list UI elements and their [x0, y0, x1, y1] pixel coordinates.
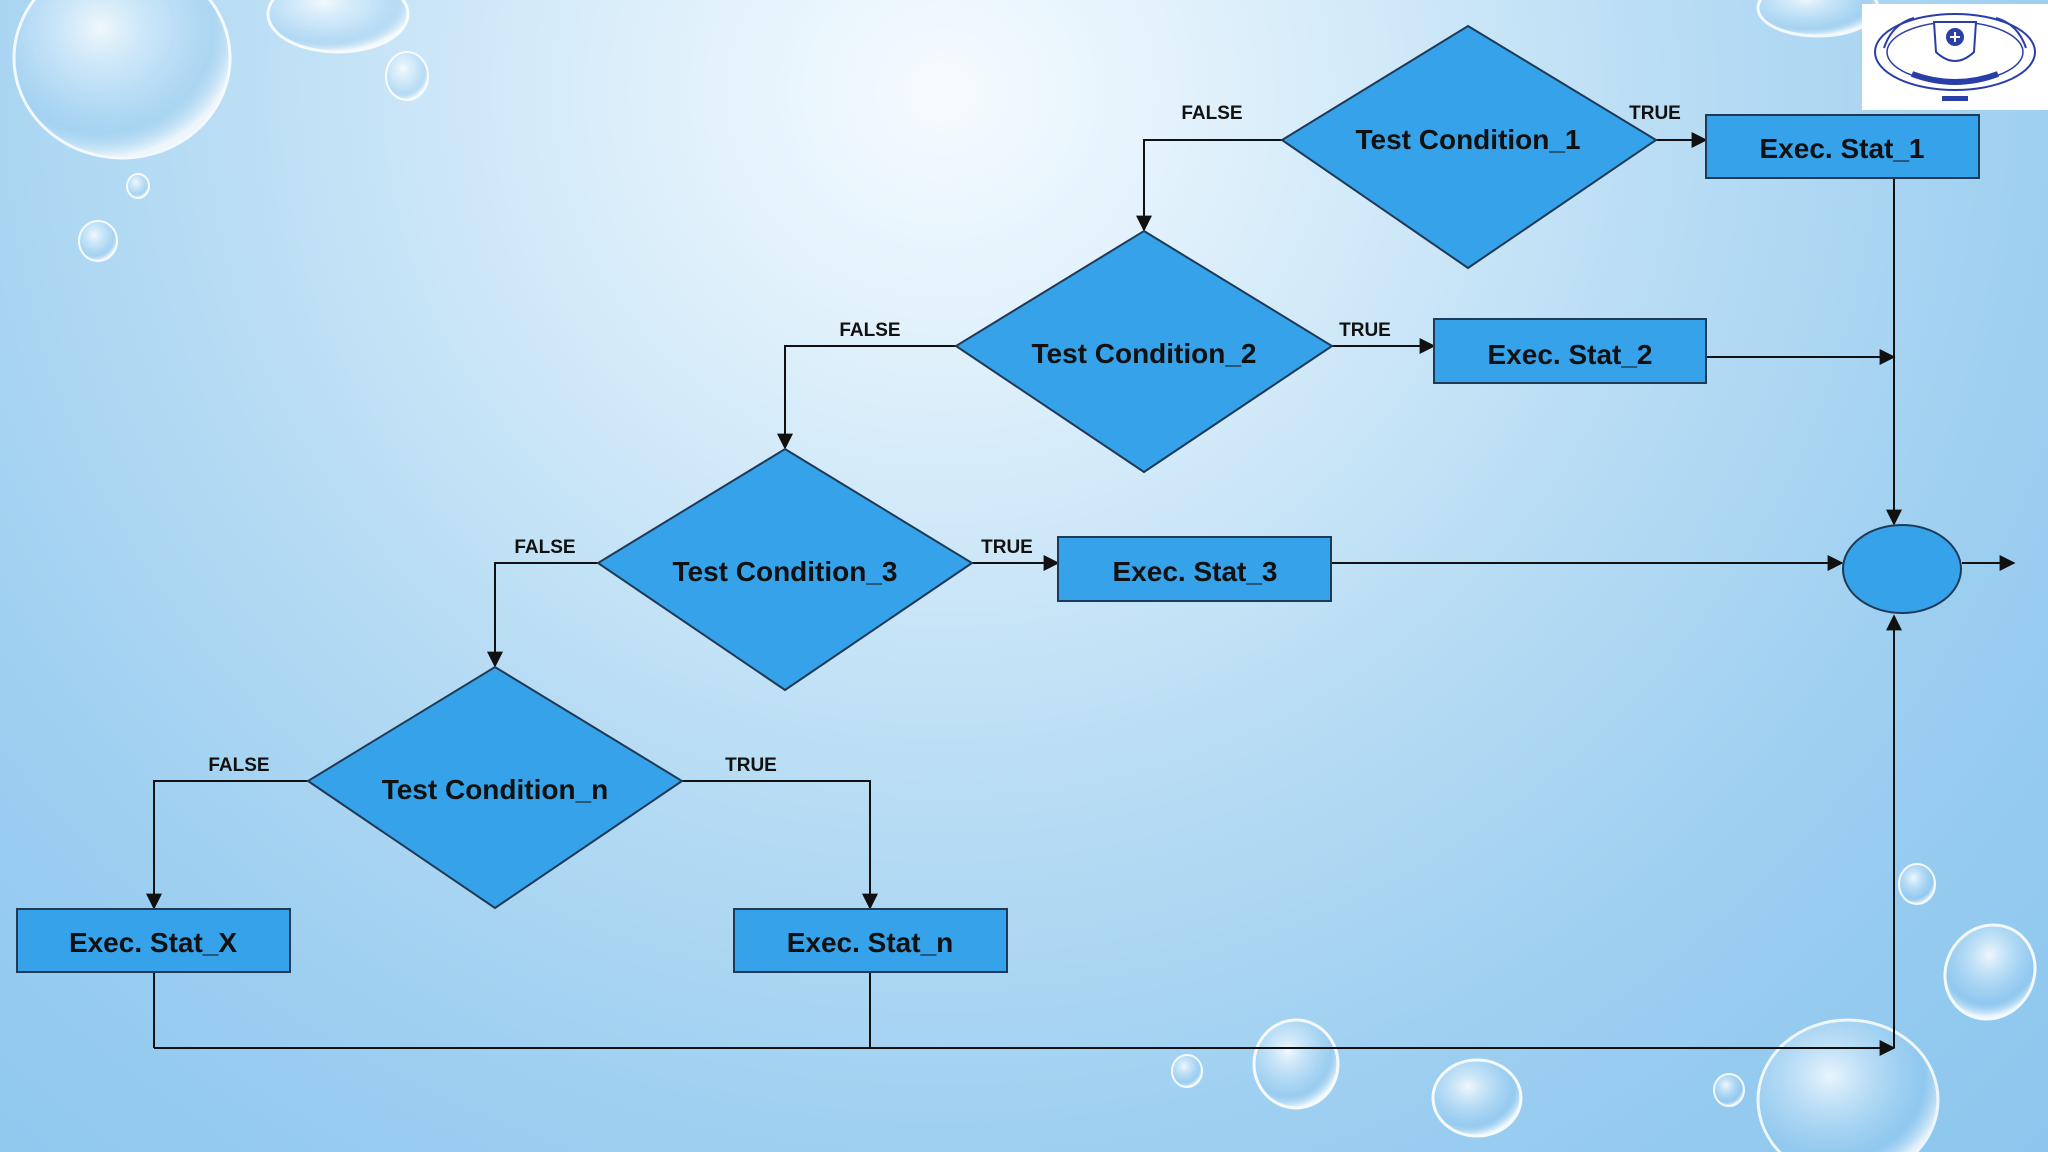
false-label-c3: FALSE — [514, 537, 575, 558]
decision-diamond — [306, 665, 684, 910]
condition-cn: Test Condition_n — [306, 665, 684, 910]
statement-label: Exec. Stat_X — [69, 927, 237, 958]
water-drop — [1713, 1073, 1745, 1107]
water-drop — [1943, 923, 2037, 1021]
statement-label: Exec. Stat_3 — [1113, 556, 1278, 587]
crest-icon — [1874, 13, 2036, 101]
water-drop — [12, 0, 232, 160]
merge-connector — [1842, 524, 1962, 614]
water-drops-decoration — [12, 0, 2037, 1152]
condition-c3: Test Condition_3 — [596, 447, 974, 692]
water-drop — [385, 51, 429, 101]
water-drop — [1431, 1058, 1523, 1138]
statement-label: Exec. Stat_2 — [1488, 339, 1653, 370]
true-label-c2: TRUE — [1339, 320, 1391, 341]
statement-box — [16, 908, 291, 973]
water-drop — [266, 0, 410, 54]
water-drop — [126, 173, 150, 199]
condition-label: Test Condition_1 — [1355, 124, 1580, 155]
college-logo — [1862, 4, 2048, 110]
decision-diamond — [596, 447, 974, 692]
edge-c2-false — [777, 345, 956, 450]
water-drop — [1252, 1018, 1340, 1110]
true-label-c1: TRUE — [1629, 103, 1681, 124]
false-label-c1: FALSE — [1181, 103, 1242, 124]
condition-label: Test Condition_3 — [672, 556, 897, 587]
statement-sn: Exec. Stat_n — [733, 908, 1008, 973]
edge-c3-false — [487, 562, 598, 668]
edge-c1-false — [1136, 139, 1282, 232]
edge-labels: TRUE FALSE TRUE FALSE TRUE FALSE TRUE FA… — [208, 103, 1680, 776]
statement-s3: Exec. Stat_3 — [1057, 536, 1332, 602]
statement-s1: Exec. Stat_1 — [1705, 114, 1980, 179]
false-label-cn: FALSE — [208, 755, 269, 776]
decision-diamond — [954, 229, 1334, 474]
statement-box — [1433, 318, 1707, 384]
statement-label: Exec. Stat_1 — [1760, 133, 1925, 164]
condition-c1: Test Condition_1 — [1280, 24, 1658, 270]
edge-cn-false — [146, 780, 308, 910]
condition-c2: Test Condition_2 — [954, 229, 1334, 474]
water-drop — [1898, 863, 1936, 905]
true-label-cn: TRUE — [725, 755, 777, 776]
edge-cn-true — [682, 780, 878, 910]
statement-sx: Exec. Stat_X — [16, 908, 291, 973]
water-drop — [1756, 0, 1880, 38]
statement-label: Exec. Stat_n — [787, 927, 954, 958]
connectors — [146, 132, 2016, 1056]
water-drop — [1171, 1054, 1203, 1088]
statement-box — [1057, 536, 1332, 602]
condition-label: Test Condition_n — [382, 774, 609, 805]
statement-box — [733, 908, 1008, 973]
statement-box — [1705, 114, 1980, 179]
condition-label: Test Condition_2 — [1031, 338, 1256, 369]
water-drop — [78, 220, 118, 262]
water-drop — [1756, 1018, 1940, 1152]
statement-s2: Exec. Stat_2 — [1433, 318, 1707, 384]
decision-diamond — [1280, 24, 1658, 270]
true-label-c3: TRUE — [981, 537, 1033, 558]
false-label-c2: FALSE — [839, 320, 900, 341]
